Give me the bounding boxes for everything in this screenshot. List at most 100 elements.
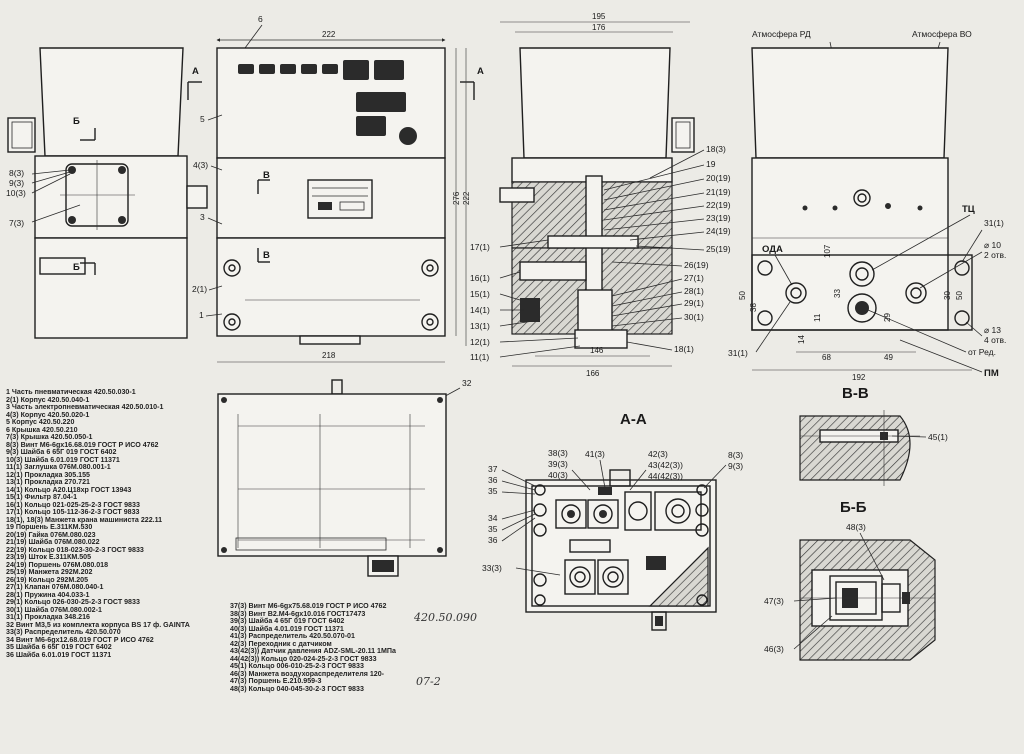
dim-218: 218 (322, 351, 336, 360)
parts-list-item: 17(1) Кольцо 105-112-36-2-3 ГОСТ 9833 (6, 508, 140, 516)
side-view: 195 176 146 166 18(3) 19 20(19) 21(19) 2… (470, 12, 731, 378)
parts-list-item: 6 Крышка 420.50.210 (6, 425, 78, 434)
dim-49: 49 (884, 353, 893, 362)
dim-33: 33 (833, 289, 842, 298)
callout-43-42-3: 43(42(3)) (648, 460, 683, 470)
parts-list-item: 32 Винт М3,5 из комплекта корпуса BS 17 … (6, 620, 190, 629)
parts-list-item: 10(3) Шайба 6.01.019 ГОСТ 11371 (6, 455, 120, 464)
parts-list-item: 36 Шайба 6.01.019 ГОСТ 11371 (6, 650, 112, 659)
left-view: Б Б 8(3) 9(3) 10(3) 7(3) (6, 47, 208, 339)
callout-37: 37 (488, 464, 498, 474)
parts-list-item: 47(3) Поршень Е.210.959-3 (230, 677, 322, 685)
callout-7-3: 7(3) (9, 218, 24, 228)
callout-23-19: 23(19) (706, 213, 731, 223)
callout-19: 19 (706, 159, 716, 169)
section-b-marker-bottom: Б (73, 262, 80, 273)
parts-list-middle: 37(3) Винт М6-6gх75.68.019 ГОСТ Р ИСО 47… (230, 602, 470, 693)
label-tc: ТЦ (962, 204, 975, 215)
parts-list-item: 7(3) Крышка 420.50.050-1 (6, 433, 93, 441)
dim-38: 38 (749, 303, 758, 312)
parts-list-item: 23(19) Шток Е.311КМ.505 (6, 553, 92, 561)
callout-36: 36 (488, 475, 498, 485)
callout-5: 5 (200, 114, 205, 124)
callout-46-3: 46(3) (764, 644, 784, 654)
callout-30-1: 30(1) (684, 312, 704, 322)
callout-31-1-top: 31(1) (984, 218, 1004, 228)
callout-21-19: 21(19) (706, 187, 731, 197)
callout-36-b: 36 (488, 535, 498, 545)
callout-1: 1 (199, 310, 204, 320)
section-vv: В-В 45(1) (799, 385, 948, 486)
dim-192: 192 (852, 373, 866, 382)
parts-list-item: 41(3) Распределитель 420.50.070-01 (230, 632, 355, 640)
callout-31-1-bottom: 31(1) (728, 348, 748, 358)
dim-107: 107 (823, 244, 832, 258)
parts-list-left: 1 Часть пневматическая 420.50.030-1 2(1)… (6, 388, 211, 659)
label-hole-13-count: 4 отв. (984, 335, 1006, 345)
callout-4-3: 4(3) (193, 160, 208, 170)
callout-9-3: 9(3) (9, 178, 24, 188)
parts-list-item: 25(19) Манжета 292М.202 (6, 568, 93, 576)
callout-32: 32 (462, 378, 472, 388)
callout-6: 6 (258, 14, 263, 24)
dim-276: 276 (452, 191, 461, 205)
parts-list-item: 31(1) Прокладка 348.216 (6, 613, 90, 621)
parts-list-item: 2(1) Корпус 420.50.040-1 (6, 395, 90, 404)
parts-list-item: 42(3) Переходник с датчиком (230, 639, 332, 648)
label-oda: ОДА (762, 244, 783, 255)
dim-195: 195 (592, 12, 606, 21)
bottom-view-grid (237, 414, 425, 548)
parts-list-item: 27(1) Клапан 076М.080.040-1 (6, 583, 104, 591)
callout-35-b: 35 (488, 524, 498, 534)
callout-20-19: 20(19) (706, 173, 731, 183)
parts-list-item: 29(1) Кольцо 026-030-25-2-3 ГОСТ 9833 (6, 598, 140, 606)
label-atmosphere-vo: Атмосфера ВО (912, 29, 972, 39)
parts-list-item: 8(3) Винт М6-6gх16.68.019 ГОСТ Р ИСО 476… (6, 440, 159, 449)
label-atmosphere-rd: Атмосфера РД (752, 29, 811, 39)
dim-50-right: 50 (955, 291, 964, 300)
parts-list-item: 16(1) Кольцо 021-025-25-2-3 ГОСТ 9833 (6, 500, 140, 509)
callout-25-19: 25(19) (706, 244, 731, 254)
callout-10-3: 10(3) (6, 188, 26, 198)
callout-18-3: 18(3) (706, 144, 726, 154)
parts-list-item: 4(3) Корпус 420.50.020-1 (6, 410, 90, 419)
parts-list-item: 13(1) Прокладка 270.721 (6, 478, 90, 486)
parts-list-item: 14(1) Кольцо А20.Ц18хр ГОСТ 13943 (6, 485, 132, 494)
callout-12-1: 12(1) (470, 337, 490, 347)
dim-50-left: 50 (738, 291, 747, 300)
callout-8-3: 8(3) (9, 168, 24, 178)
connector-row (238, 60, 417, 145)
callout-29-1: 29(1) (684, 298, 704, 308)
parts-list-item: 18(1), 18(3) Манжета крана машиниста 222… (6, 515, 163, 524)
callout-15-1: 15(1) (470, 289, 490, 299)
dim-14: 14 (797, 335, 806, 344)
parts-list-item: 35 Шайба 6 65Г 019 ГОСТ 6402 (6, 643, 112, 651)
parts-list-item: 38(3) Винт В2.М4-6gх10.016 ГОСТ17473 (230, 609, 366, 618)
section-a-marker-right: А (477, 66, 484, 77)
label-hole-13: ⌀ 13 (984, 325, 1001, 335)
callout-9-3-aa: 9(3) (728, 461, 743, 471)
callout-28-1: 28(1) (684, 286, 704, 296)
parts-list-item: 48(3) Кольцо 040-045-30-2-3 ГОСТ 9833 (230, 684, 364, 693)
parts-list-item: 39(3) Шайба 4 65Г 019 ГОСТ 6402 (230, 617, 345, 625)
dim-176: 176 (592, 23, 606, 32)
section-v-marker-bottom: В (263, 250, 270, 261)
parts-list-item: 22(19) Кольцо 018-023-30-2-3 ГОСТ 9833 (6, 545, 144, 554)
parts-list-item: 5 Корпус 420.50.220 (6, 418, 75, 426)
parts-list-item: 19 Поршень Е.311КМ.530 (6, 523, 93, 531)
handwritten-fix: 07-2 (416, 675, 441, 688)
dim-29: 29 (883, 313, 892, 322)
parts-list-item: 43(42(3)) Датчик давления ADZ-SML-20.11 … (230, 647, 396, 655)
callout-13-1: 13(1) (470, 321, 490, 331)
callout-33-3: 33(3) (482, 563, 502, 573)
callout-47-3: 47(3) (764, 596, 784, 606)
parts-list-item: 24(19) Поршень 076М.080.018 (6, 560, 109, 569)
section-bb: Б-Б 48(3) 47(3) 46(3) (764, 499, 936, 661)
parts-list-item: 1 Часть пневматическая 420.50.030-1 (6, 388, 136, 396)
callout-3: 3 (200, 212, 205, 222)
callout-17-1: 17(1) (470, 242, 490, 252)
section-bb-title: Б-Б (840, 499, 867, 516)
callout-22-19: 22(19) (706, 200, 731, 210)
